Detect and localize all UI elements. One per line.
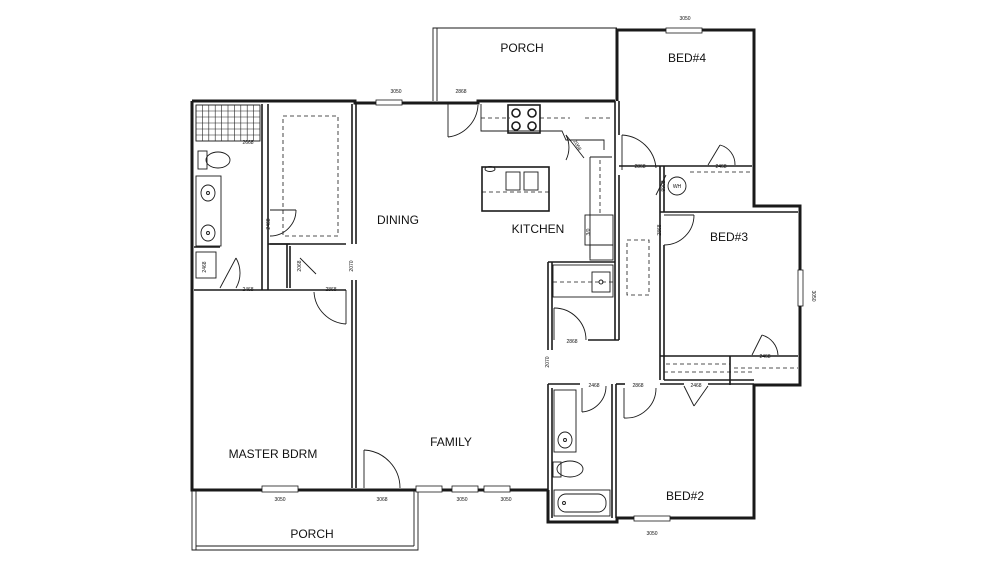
room-porch-top: PORCH (500, 41, 543, 55)
dim-label: 2868 (566, 339, 577, 345)
dim-label: 2868 (632, 383, 643, 389)
master-vanity (195, 175, 222, 247)
dim-label: 3050 (500, 497, 511, 503)
dim-label: 2868 (634, 164, 645, 170)
master-toilet (197, 150, 231, 170)
water-heater-icon: WH (667, 176, 687, 196)
dim-label: 2868 (455, 89, 466, 95)
dim-label: 2068 (571, 139, 582, 152)
room-bed4: BED#4 (668, 51, 706, 65)
closet-rods (664, 171, 798, 373)
attic-access (626, 239, 650, 296)
dim-label: 2468 (690, 383, 701, 389)
dimension-labels: 3050 3050 2868 2868 2468 2068 2068 2868 … (202, 16, 816, 537)
dim-label: 2468 (759, 354, 770, 360)
dim-label: 2468 (202, 261, 208, 272)
room-family: FAMILY (430, 435, 472, 449)
dim-label: 3/0 (586, 228, 592, 235)
dim-label: 3050 (390, 89, 401, 95)
dim-label: 3050 (456, 497, 467, 503)
door-swings (219, 103, 779, 489)
dim-label: 2868 (657, 224, 663, 235)
bath2-vanity (553, 389, 577, 453)
windows (261, 27, 804, 522)
dim-label: 2068 (297, 260, 303, 271)
room-labels: PORCH BED#4 DINING KITCHEN BED#3 MASTER … (229, 41, 749, 541)
bathtub-icon (553, 489, 611, 517)
dim-label: 2468 (715, 164, 726, 170)
dim-label: 3050 (679, 16, 690, 22)
master-shower (195, 104, 261, 142)
dim-label: 3050 (810, 290, 816, 301)
dim-label: 2468 (266, 218, 272, 229)
dim-label: 2070 (349, 260, 355, 271)
dim-label: 3050 (274, 497, 285, 503)
dim-label: 3050 (646, 531, 657, 537)
bath2-toilet (552, 460, 584, 478)
dim-label: 2068 (659, 180, 665, 191)
walk-in-closet (282, 115, 339, 237)
master-linen-closet (195, 251, 217, 279)
room-kitchen: KITCHEN (512, 222, 565, 236)
dim-label: 2468 (242, 287, 253, 293)
dim-label: 2668 (242, 140, 253, 146)
room-bed2: BED#2 (666, 489, 704, 503)
exterior-walls (190, 27, 802, 551)
kitchen-island (481, 166, 550, 212)
dim-label: 3068 (376, 497, 387, 503)
room-master: MASTER BDRM (229, 447, 318, 461)
range-icon (507, 104, 541, 134)
dim-label: 2868 (325, 287, 336, 293)
room-bed3: BED#3 (710, 230, 748, 244)
dim-label: 2070 (545, 356, 551, 367)
room-porch-bottom: PORCH (290, 527, 333, 541)
laundry-counter (552, 264, 614, 298)
interior-walls (194, 101, 798, 518)
kitchen-counters (480, 104, 614, 261)
dim-label: 2468 (588, 383, 599, 389)
room-dining: DINING (377, 213, 419, 227)
water-heater-label: WH (673, 184, 682, 190)
